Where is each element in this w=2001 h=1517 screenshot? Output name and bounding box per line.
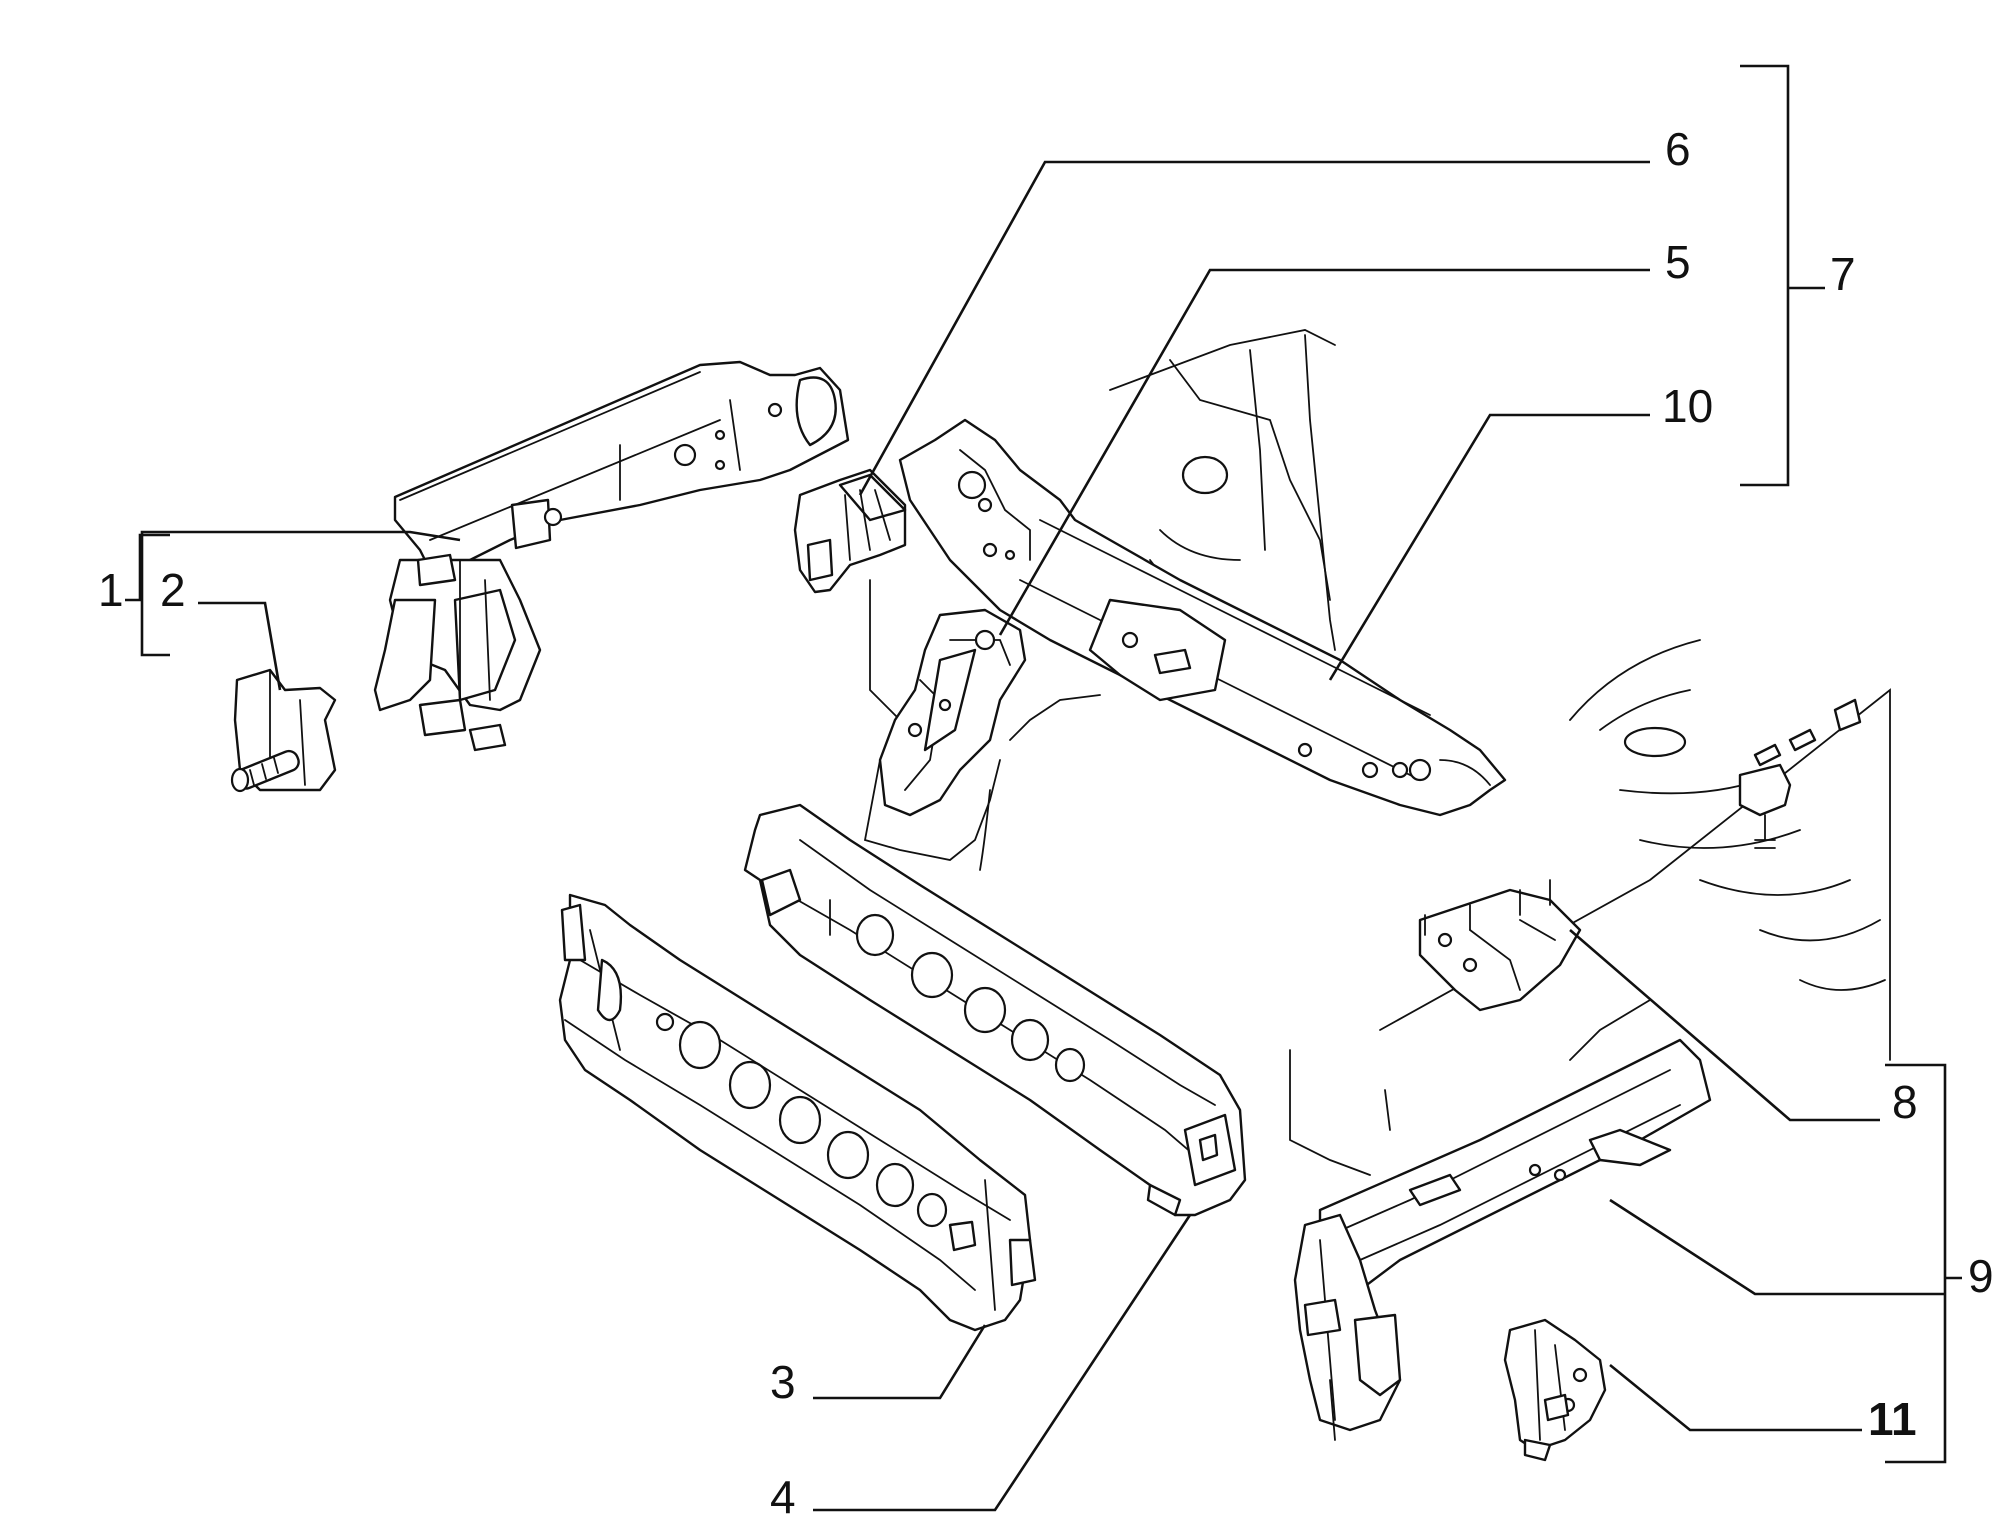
callout-5: 5: [1665, 236, 1691, 288]
callout-labels: 1 2 3 4 5 6 7 8 9 10 11: [98, 123, 1994, 1517]
callout-6: 6: [1665, 123, 1691, 175]
bracket-1: [140, 530, 461, 657]
callout-9: 9: [1968, 1250, 1994, 1302]
part-2-small-bracket: [230, 668, 337, 793]
leader-9: [1609, 1198, 1945, 1296]
part-1-left-side-member: [373, 360, 850, 752]
callout-4: 4: [770, 1471, 796, 1517]
leader-6: [858, 160, 1650, 496]
callout-3: 3: [770, 1356, 796, 1408]
part-3-lower-crossmember: [558, 893, 1037, 1332]
callout-11: 11: [1868, 1393, 1917, 1445]
leader-5: [998, 268, 1650, 636]
right-body-structure: [1289, 639, 1891, 1176]
bracket-7: [1740, 64, 1790, 487]
part-6-small-bracket: [793, 468, 907, 594]
callout-2: 2: [160, 564, 186, 616]
callout-8: 8: [1892, 1076, 1918, 1128]
leader-lines: [125, 64, 1962, 1512]
callout-1: 1: [98, 564, 124, 616]
leader-2: [198, 601, 282, 691]
part-9-right-side-member: [1293, 1038, 1712, 1441]
bracket-9: [1885, 1063, 1947, 1464]
leader-11: [1609, 1363, 1862, 1432]
part-10-upper-crossmember: [898, 418, 1507, 817]
leader-3: [813, 1324, 987, 1400]
leader-4: [813, 1214, 1192, 1512]
leader-8: [1569, 929, 1880, 1122]
callout-10: 10: [1662, 380, 1713, 432]
part-4-upper-crossmember: [743, 803, 1247, 1217]
leader-10: [1328, 413, 1650, 681]
part-11-small-bracket: [1503, 1318, 1607, 1462]
callout-7: 7: [1830, 248, 1856, 300]
part-5-vertical-bracket: [878, 608, 1027, 817]
leader-1: [125, 533, 170, 602]
